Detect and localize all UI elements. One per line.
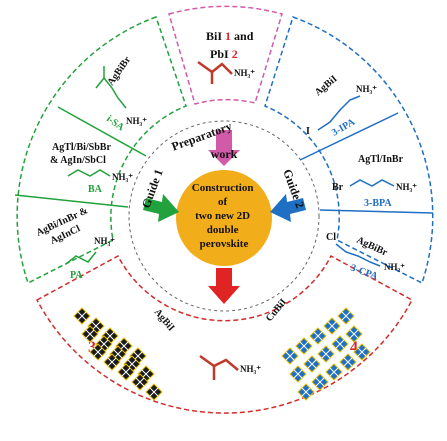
top-arrow — [208, 130, 240, 166]
octahedron-bond — [135, 377, 145, 387]
bpa-molecule — [349, 179, 395, 187]
isa-metal: AgBiBr — [105, 54, 133, 88]
isa-molecule — [95, 76, 127, 109]
center-line-3: two new 2D — [195, 210, 250, 222]
center-title: Construction of two new 2D double perovs… — [192, 182, 256, 250]
pa-label: PA — [70, 270, 83, 281]
octahedron-bond — [285, 351, 295, 361]
octahedron-bond — [301, 387, 311, 397]
top-compound-line-2: PbI 2 — [210, 47, 238, 61]
crystal-structure-left — [73, 307, 163, 401]
top-compound-line-1: BiI 1 and — [206, 29, 254, 43]
bottom-left-metal: AgBiI — [152, 307, 177, 334]
cpa-molecule — [335, 243, 381, 267]
top-molecule — [197, 60, 233, 75]
left-divider-1 — [57, 106, 147, 157]
bpa-halogen: Br — [332, 182, 344, 193]
ipa-halogen: I — [306, 126, 310, 137]
cpa-label: 3-CPA — [349, 262, 380, 282]
octahedron-bond — [313, 331, 323, 341]
octahedron-bond — [343, 357, 353, 367]
octahedron-bond — [85, 329, 95, 339]
ba-amine: NH₃⁺ — [112, 172, 133, 182]
octahedron-bond — [349, 329, 359, 339]
top-amine: NH₃⁺ — [234, 68, 255, 78]
ipa-metal: AgBiI — [313, 73, 340, 98]
bottom-sector-outline — [35, 254, 414, 414]
octahedron-bond — [293, 369, 303, 379]
isa-amine: NH₃⁺ — [126, 116, 147, 126]
octahedron-bond — [299, 341, 309, 351]
crystal-structure-right — [281, 307, 371, 401]
pa-molecule — [65, 251, 97, 265]
ipa-amine: NH₃⁺ — [356, 84, 377, 94]
octahedron-bond — [107, 357, 117, 367]
bottom-molecule — [199, 354, 239, 371]
right-divider-2 — [319, 209, 434, 214]
cpa-halogen: Cl — [326, 232, 336, 243]
ba-molecule — [67, 169, 111, 177]
ba-metal-line-2: & AgIn/SbCl — [50, 155, 106, 166]
left-arrow — [143, 194, 179, 222]
bpa-metal: AgTl/InBr — [358, 154, 404, 165]
pa-amine: NH₃⁺ — [94, 236, 115, 246]
center-line-4: double — [207, 224, 239, 236]
cpa-metal: AgBiBr — [355, 235, 390, 259]
octahedron-bond — [93, 347, 103, 357]
center-line-2: of — [218, 196, 228, 208]
octahedron-bond — [77, 311, 87, 321]
right-divider-1 — [299, 112, 399, 161]
isa-label: i-SA — [104, 113, 126, 133]
center-line-1: Construction — [192, 182, 254, 194]
octahedron-bond — [335, 339, 345, 349]
octahedron-bond — [121, 367, 131, 377]
bpa-amine: NH₃⁺ — [396, 182, 417, 192]
octahedron-bond — [315, 377, 325, 387]
left-divider-2 — [14, 194, 129, 208]
bottom-amine: NH₃⁺ — [240, 364, 261, 374]
center-circle — [176, 170, 272, 266]
octahedron-bond — [327, 321, 337, 331]
right-arrow — [270, 194, 306, 222]
right-sector-outline — [264, 16, 434, 285]
octahedron-bond — [307, 359, 317, 369]
octahedron-bond — [321, 349, 331, 359]
ipa-label: 3-IPA — [330, 116, 358, 138]
octahedron-bond — [357, 347, 367, 357]
bpa-label: 3-BPA — [364, 198, 392, 209]
bottom-num-left: 3 — [88, 339, 96, 356]
bottom-num-right: 4 — [350, 339, 358, 356]
top-sector-outline — [168, 5, 283, 105]
cpa-amine: NH₃⁺ — [384, 262, 405, 272]
ba-metal-line-1: AgTl/Bi/SbBr — [52, 142, 111, 153]
bottom-arrow — [208, 268, 240, 304]
octahedron-bond — [149, 387, 159, 397]
ipa-molecule — [317, 95, 361, 131]
center-line-5: perovskite — [200, 238, 249, 250]
left-sector-outline — [16, 16, 187, 285]
ba-label: BA — [88, 184, 103, 195]
octahedron-bond — [341, 311, 351, 321]
octahedron-bond — [329, 367, 339, 377]
inner-dashed-circle — [128, 120, 320, 312]
preparatory-label-2: work — [211, 147, 238, 161]
